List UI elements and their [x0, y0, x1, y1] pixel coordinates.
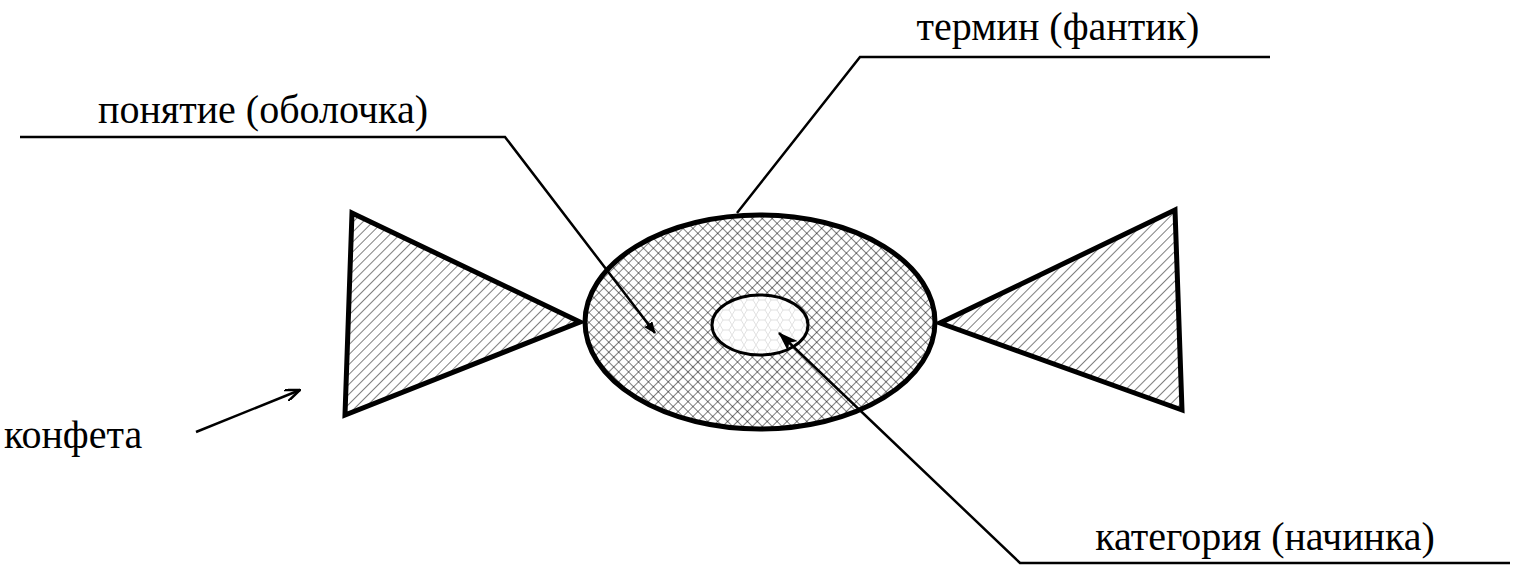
- candy-shell: [585, 215, 935, 429]
- leader-line: [779, 333, 1510, 563]
- callout-label: понятие (оболочка): [98, 90, 428, 130]
- callout-label: термин (фантик): [917, 7, 1200, 47]
- leader-arrow: [196, 390, 300, 432]
- callout-label: категория (начинка): [1095, 517, 1435, 557]
- callout-label: конфета: [4, 415, 142, 455]
- leader-line: [737, 57, 1270, 213]
- leader-line: [20, 137, 655, 333]
- wrapper-end-right: [940, 210, 1182, 410]
- wrapper-end-left: [345, 213, 580, 415]
